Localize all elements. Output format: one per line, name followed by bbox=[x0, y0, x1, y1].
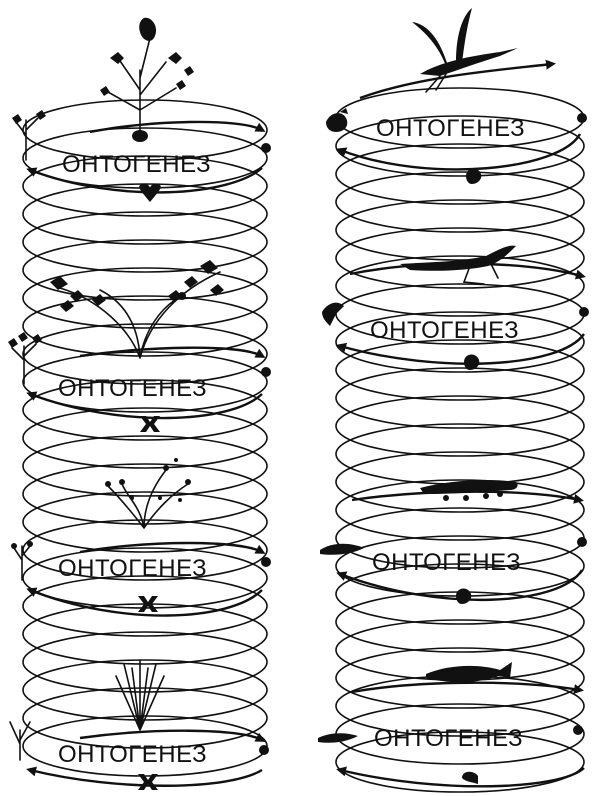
spiral-coil bbox=[22, 407, 268, 469]
ontogenesis-label: ОНТОГЕНЕЗ bbox=[62, 151, 211, 178]
egg-zygote-icon bbox=[464, 354, 480, 370]
spiral-coil bbox=[335, 339, 585, 401]
x-zygote-icon bbox=[138, 596, 158, 612]
sprout-icon bbox=[11, 541, 33, 581]
spiral-coil bbox=[335, 647, 585, 709]
ontogenesis-label: ОНТОГЕНЕЗ bbox=[58, 555, 207, 582]
spiral-coil bbox=[22, 491, 268, 553]
gamete-dot bbox=[259, 745, 269, 755]
left-turn-2: ОНТОГЕНЕЗ bbox=[8, 260, 271, 432]
fern-plant-icon bbox=[50, 260, 224, 359]
spiral-coil bbox=[22, 603, 268, 665]
spiral-coil bbox=[335, 479, 585, 541]
seedling-icon bbox=[12, 110, 46, 161]
spiral-coil bbox=[22, 463, 268, 525]
gamete-dot bbox=[261, 557, 271, 567]
fish-icon bbox=[426, 662, 512, 683]
spiral-coil bbox=[22, 267, 268, 329]
sprout-icon bbox=[8, 332, 42, 385]
spiral-coil bbox=[22, 295, 268, 357]
spiral-coil bbox=[22, 575, 268, 637]
spiral-coil bbox=[22, 631, 268, 693]
ontogenesis-label: ОНТОГЕНЕЗ bbox=[58, 741, 207, 768]
ontogenesis-label: ОНТОГЕНЕЗ bbox=[58, 375, 207, 402]
spiral-coil bbox=[335, 423, 585, 485]
spiral-coil bbox=[335, 311, 585, 373]
spiral-coil bbox=[22, 211, 268, 273]
spiral-coil bbox=[335, 563, 585, 625]
ontogenesis-label: ОНТОГЕНЕЗ bbox=[370, 317, 519, 344]
spiral-coil bbox=[335, 731, 585, 793]
gamete-dot bbox=[261, 143, 271, 153]
tadpole-icon bbox=[320, 543, 364, 555]
spiral-coil bbox=[22, 155, 268, 217]
right-turn-1: ОНТОГЕНЕЗ bbox=[326, 8, 587, 184]
spiral-coil bbox=[22, 323, 268, 385]
ontogenesis-label: ОНТОГЕНЕЗ bbox=[376, 115, 525, 142]
left-spiral-column: ОНТОГЕНЕЗ ОНТОГЕНЕЗ bbox=[8, 17, 271, 790]
spiral-coil bbox=[335, 143, 585, 205]
right-turn-4: ОНТОГЕНЕЗ bbox=[318, 662, 585, 788]
gamete-dot bbox=[579, 307, 589, 317]
hatchling-icon bbox=[322, 302, 344, 326]
chick-icon bbox=[326, 108, 348, 132]
spiral-coil bbox=[335, 227, 585, 289]
left-turn-4: ОНТОГЕНЕЗ bbox=[9, 659, 269, 790]
gamete-dot bbox=[577, 537, 587, 547]
gamete-dot bbox=[573, 725, 583, 735]
right-spiral-column: ОНТОГЕНЕЗ ОНТОГЕНЕЗ bbox=[318, 8, 589, 793]
egg-zygote-icon bbox=[456, 588, 472, 604]
right-turn-2: ОНТОГЕНЕЗ bbox=[322, 245, 589, 370]
spiral-coil bbox=[335, 255, 585, 317]
spiral-coil bbox=[335, 115, 585, 177]
spiral-coil bbox=[22, 435, 268, 497]
right-turn-3: ОНТОГЕНЕЗ bbox=[320, 480, 587, 604]
spiral-coil bbox=[335, 451, 585, 513]
moss-plant-icon bbox=[105, 458, 191, 529]
spiral-coil bbox=[22, 351, 268, 413]
spiral-coil bbox=[22, 239, 268, 301]
gamete-dot bbox=[577, 113, 587, 123]
x-zygote-icon bbox=[138, 774, 158, 790]
left-spiral-coils bbox=[22, 99, 268, 777]
twig-icon bbox=[9, 721, 31, 761]
ontogenesis-label: ОНТОГЕНЕЗ bbox=[372, 549, 521, 576]
spiral-coil bbox=[335, 395, 585, 457]
fry-icon bbox=[318, 733, 358, 743]
left-turn-1: ОНТОГЕНЕЗ bbox=[12, 17, 271, 202]
spiral-coil bbox=[335, 171, 585, 233]
ontogenesis-label: ОНТОГЕНЕЗ bbox=[374, 725, 523, 752]
egg-zygote-icon bbox=[466, 168, 482, 184]
flowering-plant-icon bbox=[100, 17, 194, 142]
x-zygote-icon bbox=[140, 416, 160, 432]
algae-plant-icon bbox=[115, 659, 165, 731]
left-turn-3: ОНТОГЕНЕЗ bbox=[11, 458, 271, 617]
spiral-coil bbox=[22, 379, 268, 441]
heart-zygote-icon bbox=[139, 183, 161, 202]
spiral-coil bbox=[335, 199, 585, 261]
gamete-dot bbox=[261, 367, 271, 377]
egg-zygote-icon bbox=[462, 771, 478, 784]
spiral-coil bbox=[335, 367, 585, 429]
